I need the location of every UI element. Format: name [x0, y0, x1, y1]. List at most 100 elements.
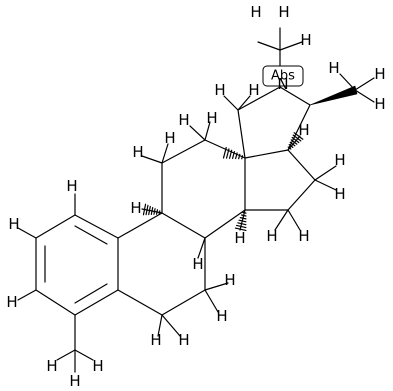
hydrogen-label: H	[334, 185, 345, 203]
hashed-bond-c13-hash	[232, 151, 235, 159]
hydrogen-bond-13	[204, 121, 211, 141]
hydrogen-bond-29	[354, 89, 375, 103]
hydrogen-label: H	[298, 121, 309, 139]
hydrogen-bond-28	[354, 77, 375, 91]
skeleton-bond-8	[161, 212, 206, 239]
hashed-bond-h9-hash	[158, 210, 161, 215]
hashed-bond-c13	[222, 146, 244, 160]
stereo-wedge-bond	[309, 85, 358, 106]
hashed-bond-c13-hash	[225, 148, 230, 159]
hashed-bond-h9-hash	[145, 204, 149, 216]
hydrogen-label: H	[46, 357, 57, 375]
hydrogen-bond-7	[56, 349, 76, 361]
hydrogen-label: H	[206, 109, 217, 127]
hydrogen-bond-2	[279, 41, 303, 51]
hydrogen-label: H	[8, 215, 19, 233]
nitrogen-label: N	[277, 75, 288, 93]
abs-stereo-box	[262, 65, 304, 87]
hashed-bond-h16	[287, 132, 304, 150]
skeleton-bond-21	[237, 109, 246, 159]
hydrogen-label: H	[192, 255, 203, 273]
hydrogen-label: H	[298, 227, 309, 245]
hydrogen-bond-18	[204, 282, 229, 291]
aromatic-double-bond-1	[74, 225, 108, 245]
hydrogen-label: H	[300, 31, 311, 49]
skeleton-bond-18	[287, 179, 316, 211]
hydrogen-bond-5	[17, 227, 37, 239]
hashed-bond-h16-hash	[287, 146, 292, 150]
skeleton-bond-13	[161, 139, 206, 164]
skeleton-bond-1	[74, 214, 119, 239]
hydrogen-label: H	[234, 229, 245, 247]
hashed-bond-c13-hash	[228, 149, 233, 159]
skeleton-bond-19	[287, 149, 316, 181]
hashed-bond-h9	[142, 203, 161, 216]
hydrogen-label: H	[266, 227, 277, 245]
hydrogen-bond-12	[161, 143, 169, 164]
hydrogen-bond-19	[157, 314, 163, 337]
hydrogen-label: H	[69, 372, 80, 390]
hydrogen-bond-14	[189, 125, 206, 141]
hydrogen-label: H	[216, 307, 227, 325]
hashed-bond-c13-hash	[235, 152, 238, 160]
hashed-bond-h14-hash	[239, 217, 247, 220]
skeleton-bond-4	[35, 289, 76, 316]
hashed-bond-h9-hash	[155, 209, 159, 215]
skeleton-bond-3	[74, 289, 119, 316]
hydrogen-label: H	[150, 331, 161, 349]
hydrogen-bond-23	[287, 209, 301, 231]
hydrogen-bond-27	[197, 237, 206, 259]
hydrogen-bond-24	[274, 209, 289, 231]
hashed-bond-h16-hash	[293, 132, 304, 140]
skeleton-bond-7	[117, 212, 163, 239]
hydrogen-bond-6	[17, 289, 37, 301]
hydrogen-bond-8	[74, 349, 94, 361]
hashed-bond-h14-hash	[238, 219, 247, 223]
hydrogen-label: H	[178, 331, 189, 349]
hydrogen-bond-26	[314, 165, 337, 181]
skeleton-bond-11	[117, 289, 163, 316]
hashed-bond-h9-hash	[153, 208, 156, 215]
hashed-bond-c13-hash	[241, 155, 244, 160]
hashed-bond-h9-hash	[150, 206, 154, 216]
hashed-bond-h16-hash	[288, 144, 294, 148]
hydrogen-bond-20	[161, 314, 181, 337]
skeleton-bond-10	[161, 289, 206, 316]
hydrogen-bond-11	[141, 155, 163, 164]
hydrogen-bond-15	[223, 95, 239, 111]
abs-stereo-label: Abs	[271, 69, 295, 84]
hydrogen-label: H	[374, 65, 385, 83]
hydrogen-label: H	[224, 271, 235, 289]
hydrogen-label: H	[328, 59, 339, 77]
hydrogen-bond-17	[204, 289, 219, 313]
hashed-bond-h14-hash	[236, 224, 247, 229]
hashed-bond-h16-hash	[291, 136, 300, 144]
hashed-bond-h14-hash	[240, 214, 247, 217]
skeleton-bond-20	[244, 149, 289, 159]
hashed-bond-h14-hash	[237, 222, 247, 226]
hashed-bond-h14-hash	[242, 211, 247, 214]
hashed-bond-h14-hash	[234, 227, 247, 232]
hashed-bond-h16-hash	[292, 134, 302, 142]
hashed-bond-h9-hash	[148, 205, 151, 216]
hashed-bond-h14	[234, 211, 247, 232]
hydrogen-label: H	[164, 129, 175, 147]
hydrogen-label: H	[334, 151, 345, 169]
hydrogen-label: H	[6, 293, 17, 311]
skeleton-bond-22	[237, 86, 281, 111]
skeleton-bond-23	[279, 86, 311, 106]
hydrogen-label: H	[278, 3, 289, 21]
hydrogen-label: H	[178, 111, 189, 129]
hydrogen-label: H	[248, 81, 259, 99]
hydrogen-label: H	[374, 95, 385, 113]
skeleton-bond-24	[287, 104, 311, 151]
hydrogen-label: H	[66, 177, 77, 195]
hashed-bond-h16-hash	[290, 139, 298, 145]
bond-layer	[17, 27, 375, 373]
hydrogen-bond-16	[237, 95, 251, 111]
hydrogen-label: H	[214, 81, 225, 99]
hashed-bond-h16-hash	[289, 141, 296, 147]
aromatic-double-bond-2	[74, 283, 108, 304]
